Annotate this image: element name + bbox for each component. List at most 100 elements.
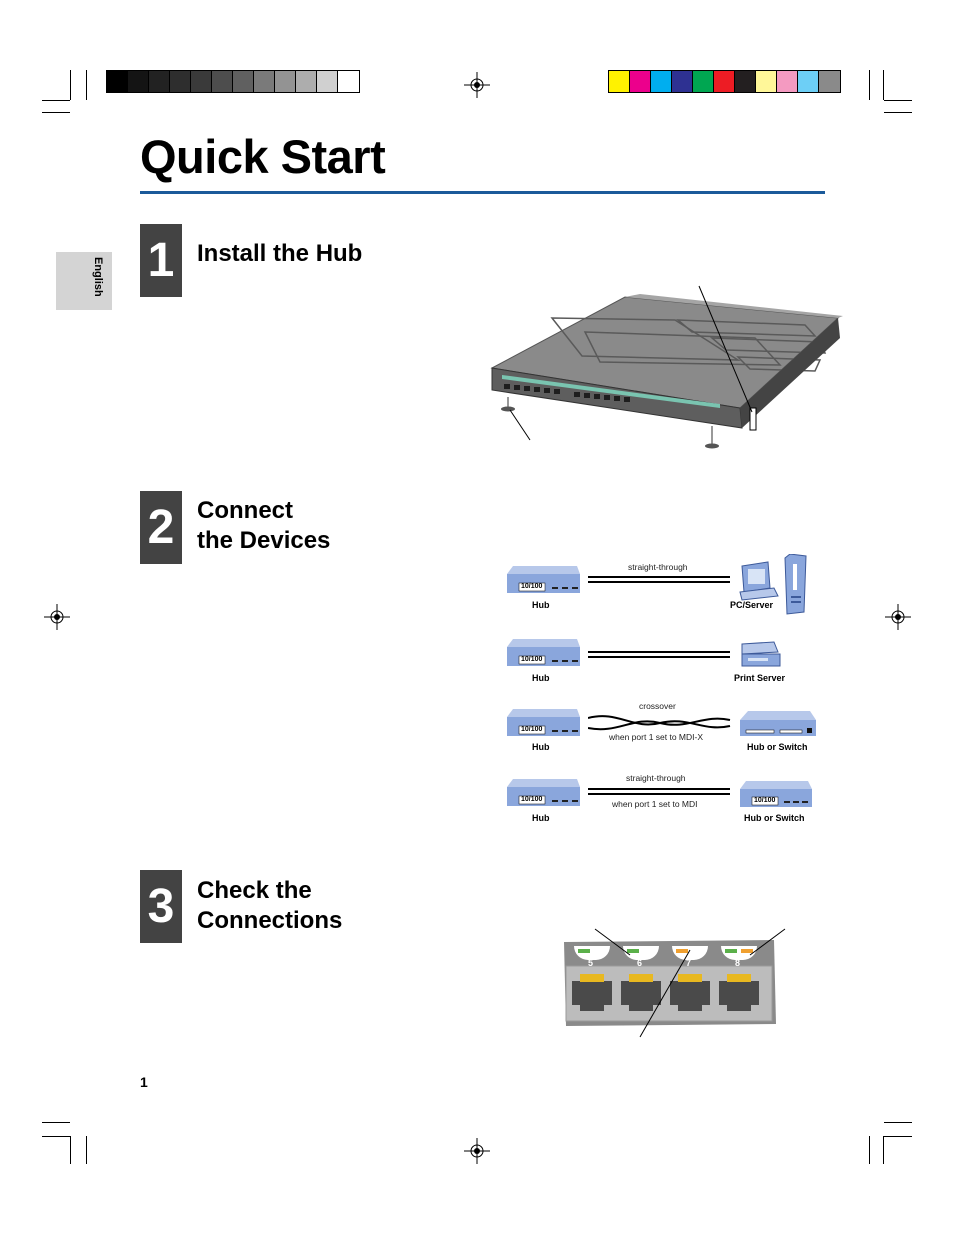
- calibration-swatch: [149, 71, 170, 92]
- pc-server-icon: [739, 554, 807, 615]
- calibration-swatch: [630, 71, 651, 92]
- calibration-swatch: [191, 71, 212, 92]
- calibration-swatch: [107, 71, 128, 92]
- calibration-swatch: [296, 71, 317, 92]
- calibration-swatch: [693, 71, 714, 92]
- language-tab: English: [56, 252, 112, 310]
- step-1-number: 1: [140, 224, 182, 297]
- calibration-swatch: [609, 71, 630, 92]
- rj45-port-icon: [719, 974, 759, 1011]
- right-device-label: Hub or Switch: [747, 742, 808, 752]
- straight-through-cable: [588, 576, 730, 583]
- calibration-swatch: [275, 71, 296, 92]
- hub-device-icon: [507, 779, 580, 806]
- step-2-heading-line: the Devices: [197, 527, 331, 554]
- left-device-label: Hub: [532, 813, 550, 823]
- port-number-label: 6: [637, 958, 643, 968]
- port-link-led: [627, 949, 639, 953]
- hub-port-label: 10/100: [521, 726, 543, 733]
- step-2-number: 2: [140, 491, 182, 564]
- hub-port-label: 10/100: [521, 583, 543, 590]
- hub-illustration: [490, 285, 843, 449]
- left-device-label: Hub: [532, 742, 550, 752]
- step-1-heading-line: Install the Hub: [197, 240, 363, 267]
- calibration-swatch: [651, 71, 672, 92]
- port-led-indicator: [623, 946, 659, 960]
- calibration-swatch: [233, 71, 254, 92]
- rj45-port-icon: [621, 974, 661, 1011]
- step-1-heading: Install the Hub: [197, 239, 362, 269]
- calibration-swatch: [212, 71, 233, 92]
- step-3-heading-line: Connections: [197, 907, 343, 934]
- right-device-label: PC/Server: [730, 600, 774, 610]
- hub-device-icon: [507, 709, 580, 736]
- color-calibration-bar: [608, 70, 841, 93]
- hub-device-icon: [507, 566, 580, 593]
- port-link-led: [725, 949, 737, 953]
- port-number-label: 8: [735, 958, 741, 968]
- registration-target-icon: [464, 1138, 490, 1164]
- step-3-heading-line: Check the: [197, 877, 312, 904]
- title-underline: [140, 191, 825, 194]
- port-activity-led: [741, 949, 753, 953]
- port-link-led: [578, 949, 590, 953]
- step-3-heading: Check the Connections: [197, 876, 342, 936]
- callout-lines: [594, 928, 786, 1038]
- print-server-icon: [741, 641, 781, 667]
- calibration-swatch: [798, 71, 819, 92]
- page-title: Quick Start: [140, 130, 386, 183]
- hub-device-icon: [507, 639, 580, 666]
- port-led-indicator: [574, 946, 610, 960]
- registration-target-icon: [885, 604, 911, 630]
- grayscale-calibration-bar: [106, 70, 360, 93]
- calibration-swatch: [756, 71, 777, 92]
- cable-type-label: straight-through: [628, 562, 688, 572]
- step-2-heading: Connect the Devices: [197, 496, 330, 556]
- port-link-led: [676, 949, 688, 953]
- port-led-indicator: [672, 946, 708, 960]
- calibration-swatch: [317, 71, 338, 92]
- calibration-swatch: [672, 71, 693, 92]
- cable-condition-label: when port 1 set to MDI: [612, 799, 698, 809]
- switch-port-label: 10/100: [754, 797, 776, 804]
- step-3-number: 3: [140, 870, 182, 943]
- rj45-port-icon: [670, 974, 710, 1011]
- switch-device-icon: [740, 781, 812, 807]
- hub-device: 10/100: [505, 639, 581, 674]
- port-number-label: 5: [588, 958, 594, 968]
- straight-through-cable: [588, 788, 730, 795]
- switch-device-icon: [740, 711, 816, 736]
- step-2-heading-line: Connect: [197, 497, 293, 524]
- port-activity-led: [594, 949, 606, 953]
- calibration-swatch: [819, 71, 840, 92]
- calibration-swatch: [128, 71, 149, 92]
- calibration-swatch: [338, 71, 359, 92]
- hub-device: 10/100: [505, 779, 581, 814]
- cable-type-label: crossover: [639, 701, 676, 711]
- registration-target-icon: [44, 604, 70, 630]
- calibration-swatch: [777, 71, 798, 92]
- left-device-label: Hub: [532, 673, 550, 683]
- page-number: 1: [140, 1074, 148, 1090]
- calibration-swatch: [735, 71, 756, 92]
- port-activity-led: [643, 949, 655, 953]
- port-activity-led: [692, 949, 704, 953]
- cable-type-label: straight-through: [626, 773, 686, 783]
- left-device-label: Hub: [532, 600, 550, 610]
- hub-port-label: 10/100: [521, 796, 543, 803]
- calibration-swatch: [254, 71, 275, 92]
- calibration-swatch: [714, 71, 735, 92]
- right-device-label: Hub or Switch: [744, 813, 805, 823]
- language-tab-label: English: [92, 257, 104, 297]
- right-device-label: Print Server: [734, 673, 786, 683]
- port-led-indicator: [721, 946, 757, 960]
- ports-panel: [564, 940, 776, 1026]
- hub-port-label: 10/100: [521, 656, 543, 663]
- hub-device: 10/100: [505, 709, 581, 744]
- crossover-cable: [588, 715, 731, 731]
- registration-target-icon: [464, 72, 490, 98]
- hub-device: 10/100: [505, 566, 581, 601]
- cable-condition-label: when port 1 set to MDI-X: [609, 732, 704, 742]
- switch-device: 10/100: [738, 781, 814, 814]
